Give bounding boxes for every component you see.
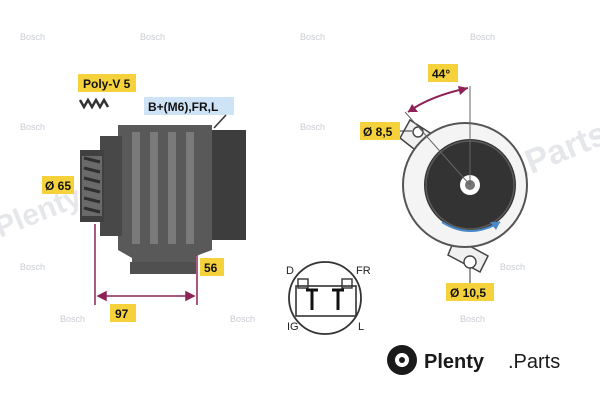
brand-name: Plenty [424, 351, 485, 373]
terminal-leader [213, 114, 227, 129]
alternator-front-view [399, 118, 528, 274]
connector-pin-d: D [286, 265, 294, 277]
belt-label-bg [78, 74, 136, 92]
pulley [80, 150, 104, 222]
watermark-text: Bosch [300, 32, 325, 42]
watermark-text: Bosch [500, 262, 525, 272]
large-hole-label: Ø 10,5 [450, 286, 486, 300]
plenty-parts-logo: Plenty .Parts [387, 345, 560, 375]
large-hole-bg [446, 283, 494, 301]
watermark-text: Bosch [20, 262, 45, 272]
watermark-text: Bosch [470, 32, 495, 42]
rear-cover [210, 130, 246, 240]
rotation-arrow-icon [441, 221, 501, 232]
cooling-fins [132, 132, 194, 244]
connector-pin-ig: IG [287, 321, 299, 333]
height-dim-label: 56 [204, 261, 218, 275]
angle-label: 44° [432, 67, 450, 81]
length-dimension [94, 224, 198, 305]
angle-dimension [404, 86, 471, 186]
brand-suffix: .Parts [508, 351, 560, 373]
terminal-label-bg [144, 97, 234, 115]
mount-foot [130, 262, 196, 274]
connector-pin-fr: FR [356, 265, 371, 277]
connector-plug [288, 261, 362, 335]
small-hole-bg [360, 122, 400, 140]
terminal-label: B+(M6),FR,L [148, 100, 218, 114]
alternator-side-view [80, 125, 246, 274]
connector-pin-l: L [358, 321, 364, 333]
front-flange [100, 136, 122, 236]
watermark-text: Bosch [60, 314, 85, 324]
length-dim-label: 97 [115, 307, 129, 321]
angle-label-bg [428, 64, 458, 82]
watermark-text: Bosch [230, 314, 255, 324]
belt-type-label: Poly-V 5 [83, 77, 131, 91]
pulley-diameter-bg [42, 176, 74, 194]
poly-v-profile-icon [78, 97, 110, 110]
watermark-text: Bosch [20, 32, 45, 42]
height-dim-bg [200, 258, 224, 276]
watermark-text: Bosch [460, 314, 485, 324]
small-hole-label: Ø 8,5 [363, 125, 393, 139]
watermark-text: Bosch [20, 122, 45, 132]
watermark-text: Bosch [140, 32, 165, 42]
pulley-diameter-label: Ø 65 [45, 179, 71, 193]
watermark-text: Bosch [300, 122, 325, 132]
length-dim-bg [110, 304, 136, 322]
